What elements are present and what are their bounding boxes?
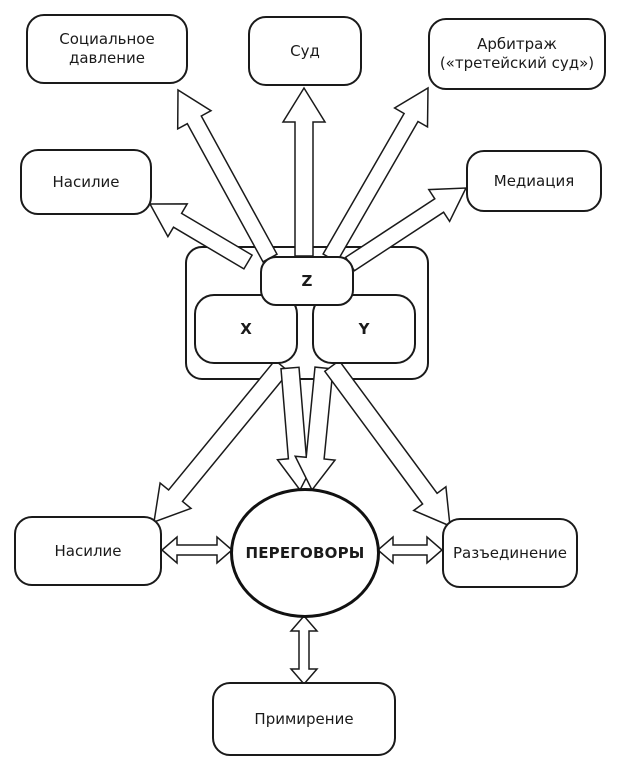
node-mediation: Медиация: [466, 150, 602, 212]
node-court: Суд: [248, 16, 362, 86]
arrow-to-social-pressure: [176, 88, 279, 263]
arrow-to-violence-bottom: [153, 359, 291, 524]
arrow-to-separation: [323, 359, 451, 528]
node-social-pressure: Социальное давление: [26, 14, 188, 84]
node-reconciliation: Примирение: [212, 682, 396, 756]
arrow-negotiations-violence: [160, 535, 234, 565]
arrow-to-negotiations-right: [293, 366, 337, 492]
arrow-to-mediation: [344, 187, 468, 272]
node-party-z: Z: [260, 256, 354, 306]
arrow-to-arbitration: [322, 86, 429, 264]
node-violence-top: Насилие: [20, 149, 152, 215]
arrow-negotiations-separation: [376, 535, 444, 565]
arrow-to-court: [281, 86, 327, 257]
node-separation: Разъединение: [442, 518, 578, 588]
node-violence-bottom: Насилие: [14, 516, 162, 586]
arrow-to-violence-top: [148, 203, 254, 270]
arrow-negotiations-reconciliation: [289, 614, 319, 686]
node-arbitration: Арбитраж («третейский суд»): [428, 18, 606, 90]
node-negotiations: ПЕРЕГОВОРЫ: [230, 488, 380, 618]
